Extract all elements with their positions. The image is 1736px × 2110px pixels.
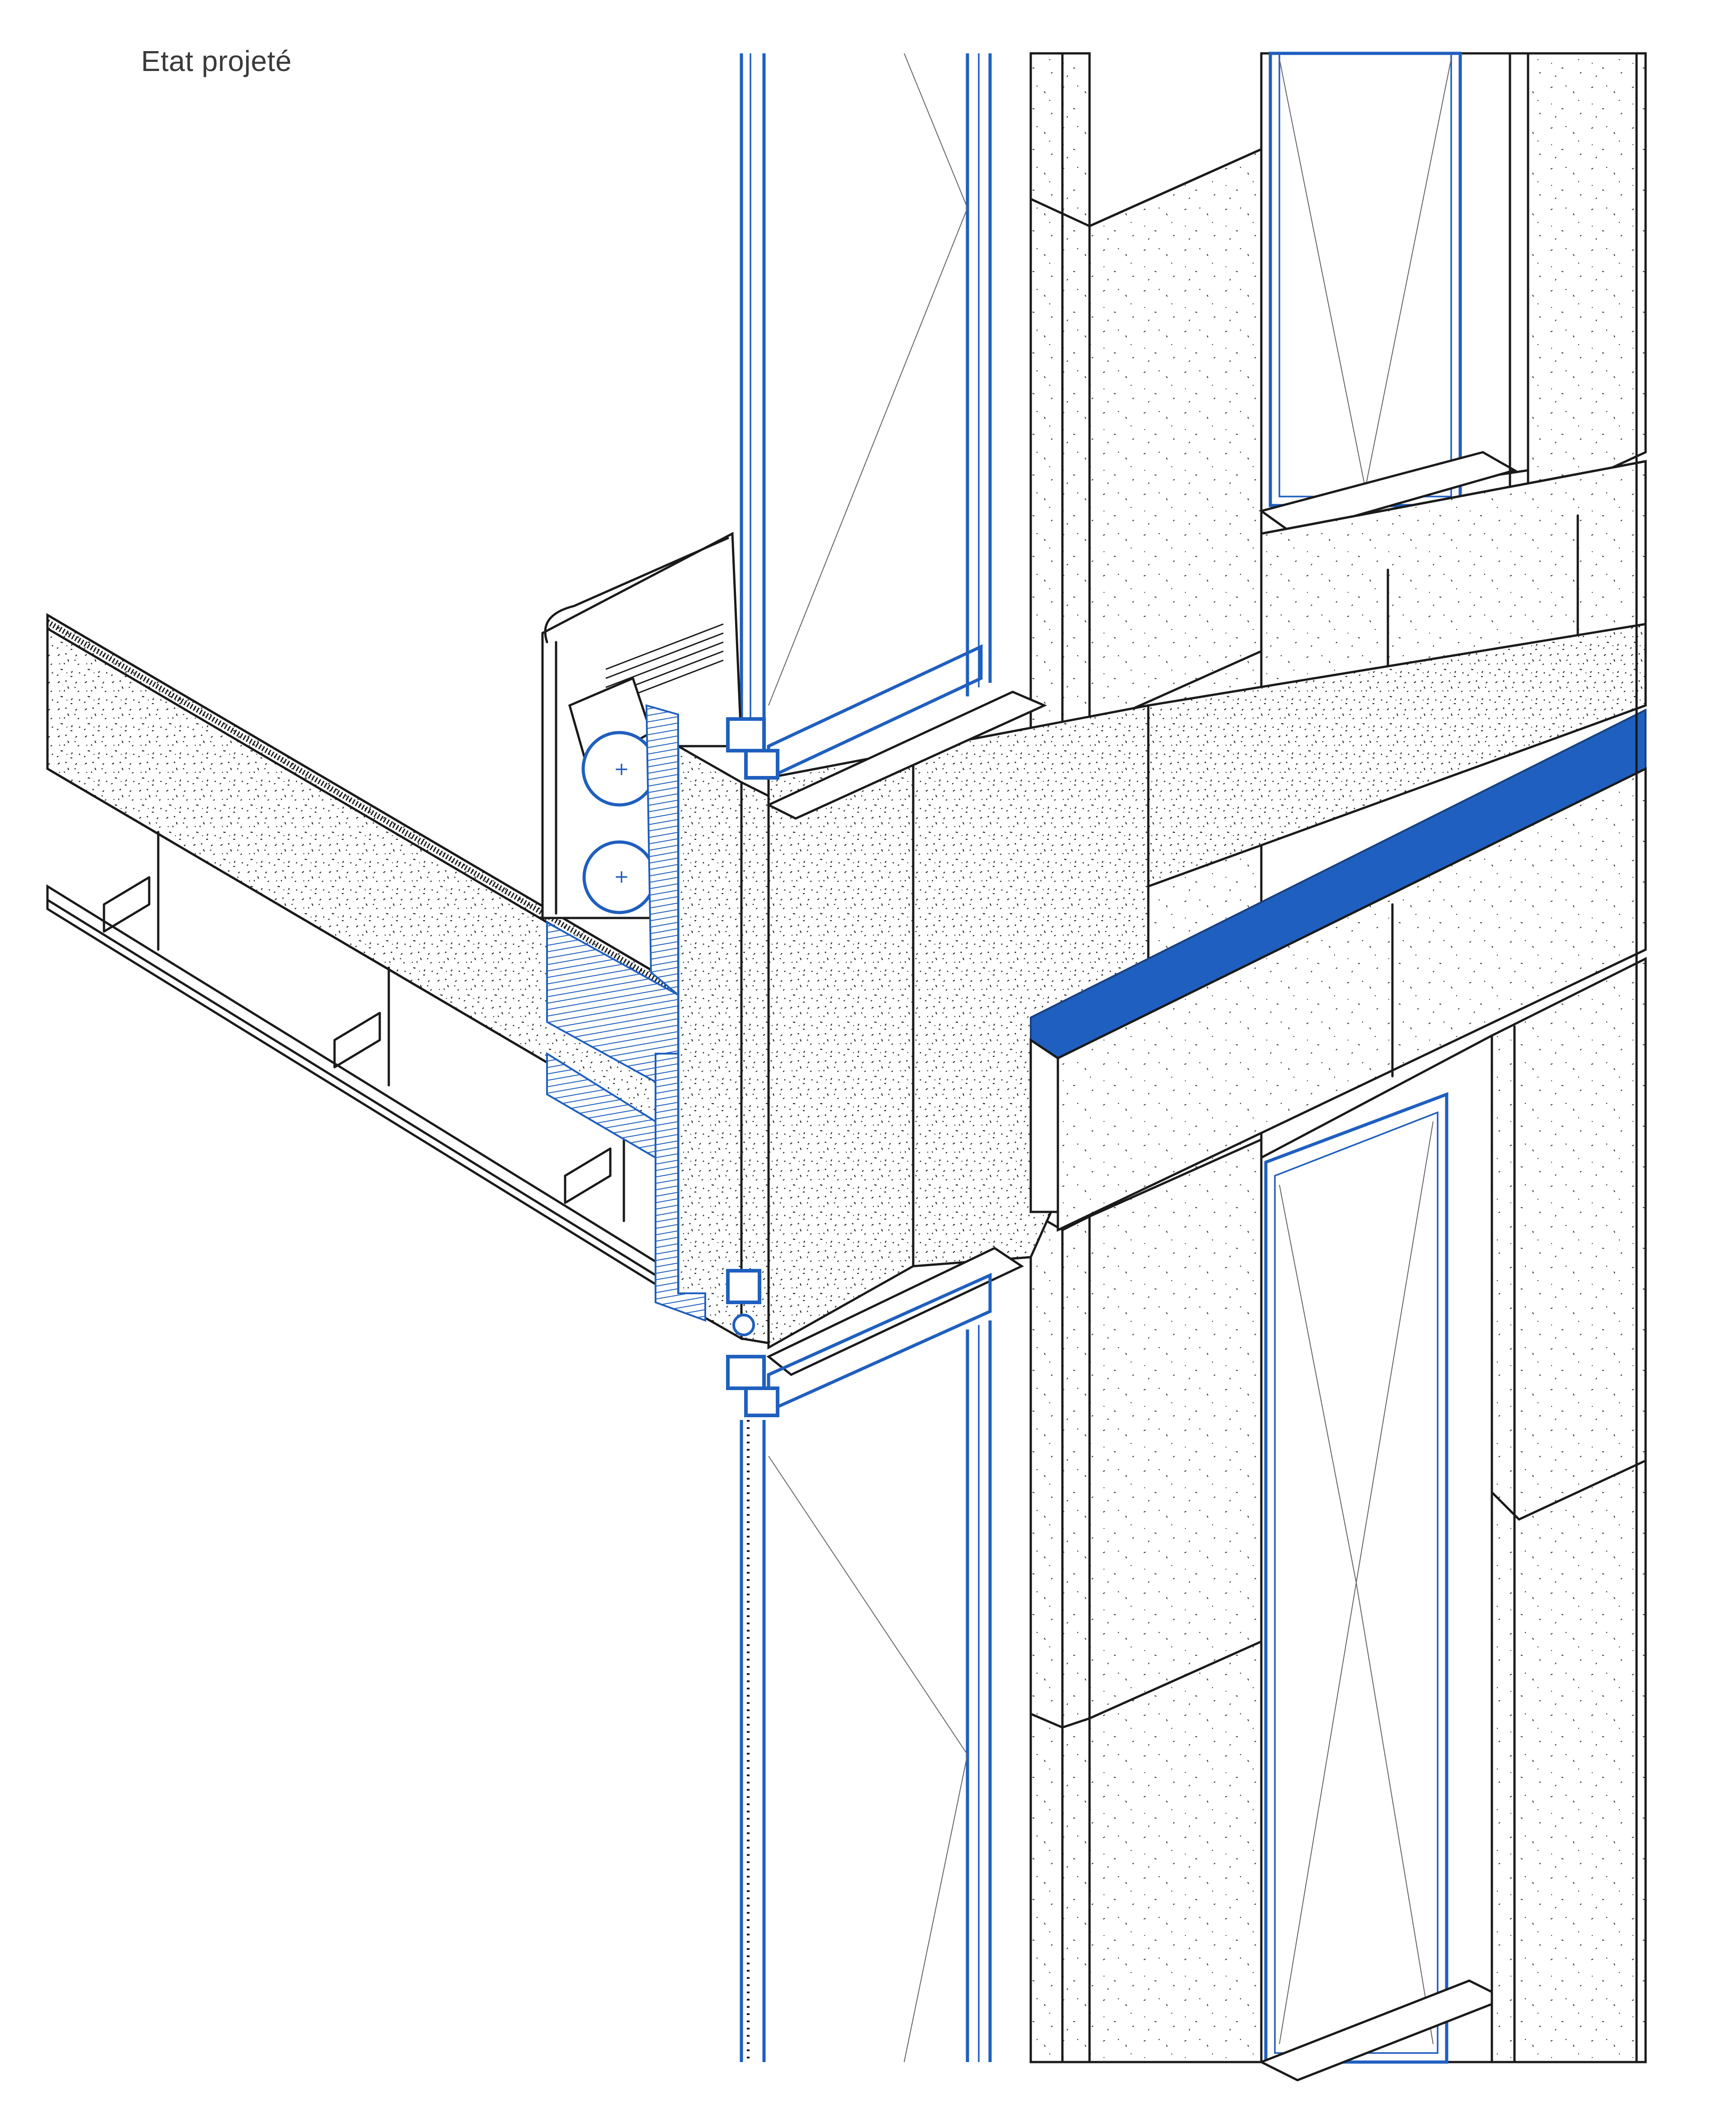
blind-cassette: + + <box>541 531 743 1322</box>
window-profiles <box>726 717 779 1417</box>
svg-text:+: + <box>614 759 629 780</box>
curtain-wall-glazing <box>740 53 1047 2063</box>
drawing-title: Etat projeté <box>141 45 292 77</box>
stone-facade <box>767 52 1647 2082</box>
svg-text:+: + <box>614 866 629 887</box>
